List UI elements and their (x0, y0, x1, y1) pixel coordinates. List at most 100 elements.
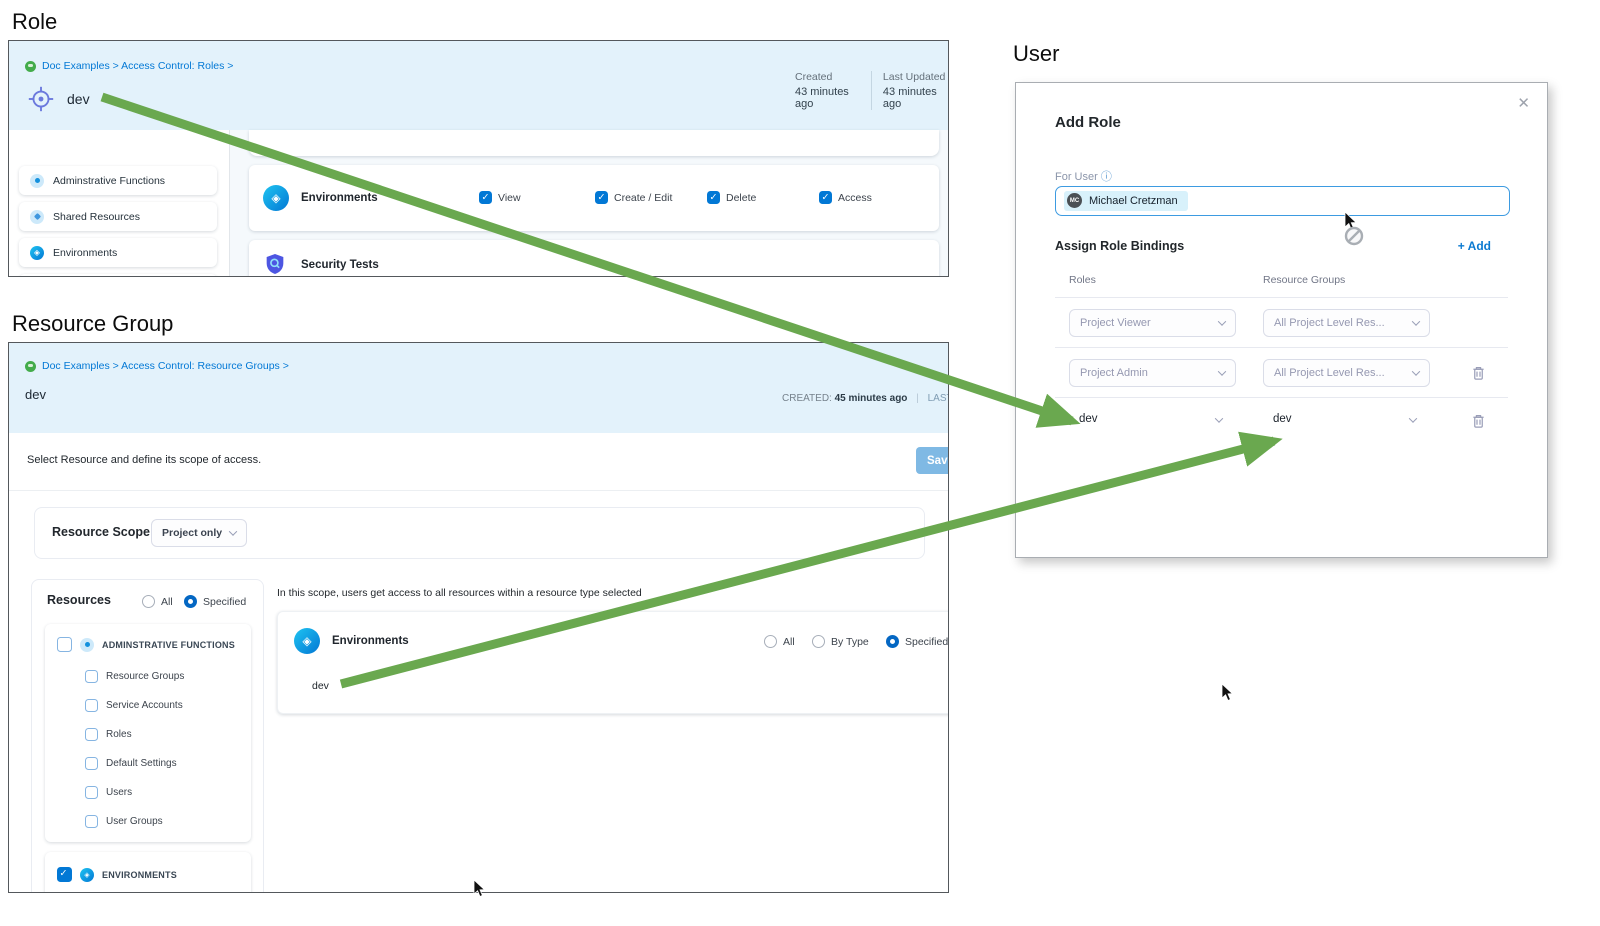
save-button[interactable]: Save (916, 447, 948, 474)
sidebar-item-shared-resources[interactable]: Shared Resources (19, 202, 217, 231)
role-select-row3[interactable]: dev (1079, 413, 1098, 425)
scope-hint: In this scope, users get access to all r… (277, 587, 642, 599)
checkbox-icon[interactable] (85, 757, 98, 770)
scope-radio-by-type[interactable]: By Type (812, 635, 869, 648)
radio-selected-icon[interactable] (886, 635, 899, 648)
add-role-dialog: ✕ Add Role For User ⓘ MC Michael Cretzma… (1015, 82, 1548, 558)
environments-icon: ◈ (294, 628, 320, 654)
tree-card-environments: ◈ ENVIRONMENTS (45, 852, 251, 892)
mouse-cursor (1221, 683, 1235, 708)
info-circle-icon[interactable]: ⓘ (1100, 171, 1112, 183)
avatar: MC (1067, 193, 1082, 208)
rg-created-value: 45 minutes ago (834, 393, 908, 404)
rg-meta: CREATED: 45 minutes ago | LAST UPD (782, 393, 948, 404)
sidebar-item-environments[interactable]: ◈ Environments (19, 238, 217, 267)
permission-check-view[interactable]: View (479, 191, 521, 204)
sidebar-item-partial[interactable] (19, 274, 217, 276)
checkbox-checked-icon[interactable] (707, 191, 720, 204)
permission-check-access[interactable]: Access (819, 191, 872, 204)
role-select-row1[interactable]: Project Viewer (1069, 309, 1236, 337)
trash-icon[interactable] (1471, 413, 1486, 429)
created-value: 43 minutes ago (795, 86, 849, 110)
permission-check-delete[interactable]: Delete (707, 191, 756, 204)
checkbox-icon[interactable] (57, 637, 72, 652)
breadcrumb-text[interactable]: Doc Examples > Access Control: Resource … (42, 360, 289, 372)
resources-radio-specified[interactable]: Specified (184, 595, 246, 608)
environments-icon: ◈ (263, 185, 289, 211)
resource-scope-select[interactable]: Project only (151, 519, 247, 547)
column-header-resource-groups: Resource Groups (1263, 274, 1346, 286)
rg-name: dev (25, 387, 46, 402)
tree-item-resource-groups[interactable]: Resource Groups (85, 670, 184, 683)
checkbox-checked-icon[interactable] (479, 191, 492, 204)
trash-icon[interactable] (1471, 365, 1486, 381)
resources-radio-all[interactable]: All (142, 595, 173, 608)
permission-check-create-edit[interactable]: Create / Edit (595, 191, 672, 204)
tree-item-users[interactable]: Users (85, 786, 132, 799)
breadcrumb[interactable]: Doc Examples > Access Control: Resource … (25, 360, 289, 372)
role-meta: Created 43 minutes ago Last Updated 43 m… (795, 71, 948, 110)
resource-group-select-row3[interactable]: dev (1273, 413, 1292, 425)
breadcrumb-text[interactable]: Doc Examples > Access Control: Roles > (42, 60, 234, 72)
checkbox-icon[interactable] (85, 670, 98, 683)
updated-value: 43 minutes ago (882, 86, 937, 110)
checkbox-checked-icon[interactable] (595, 191, 608, 204)
rg-subtitle: Select Resource and define its scope of … (27, 454, 262, 466)
resource-group-select-row1[interactable]: All Project Level Res... (1263, 309, 1430, 337)
close-icon[interactable]: ✕ (1517, 95, 1530, 112)
resource-scope-card: Resource Scope Project only (34, 507, 925, 559)
shared-resources-icon (30, 209, 44, 224)
meta-divider (871, 71, 872, 110)
permission-card-partial (249, 130, 939, 156)
tree-item-service-accounts[interactable]: Service Accounts (85, 699, 183, 712)
permission-resource2-label: Security Tests (301, 259, 379, 271)
checkbox-icon[interactable] (85, 699, 98, 712)
permission-card-environments: ◈ Environments View Create / Edit Delete… (249, 165, 939, 231)
security-tests-shield-icon (265, 253, 285, 276)
permission-card-security-tests: Security Tests (249, 240, 939, 276)
checkbox-icon[interactable] (85, 728, 98, 741)
role-select-row2[interactable]: Project Admin (1069, 359, 1236, 387)
resource-scope-label: Resource Scope (52, 525, 150, 539)
chevron-down-icon (1217, 317, 1227, 326)
role-panel: Doc Examples > Access Control: Roles > d… (8, 40, 949, 277)
chevron-down-icon[interactable] (1408, 414, 1418, 423)
tree-item-default-settings[interactable]: Default Settings (85, 757, 177, 770)
sidebar-item-administrative-functions[interactable]: Adminstrative Functions (19, 166, 217, 195)
status-green-icon (25, 360, 36, 372)
radio-icon[interactable] (764, 635, 777, 648)
add-binding-button[interactable]: + Add (1457, 239, 1491, 253)
scope-radio-all[interactable]: All (764, 635, 795, 648)
breadcrumb[interactable]: Doc Examples > Access Control: Roles > (25, 60, 233, 72)
checkbox-checked-icon[interactable] (57, 867, 72, 882)
tree-item-user-groups[interactable]: User Groups (85, 815, 163, 828)
checkbox-icon[interactable] (85, 786, 98, 799)
scope-card-environments: ◈ Environments All By Type Specified dev (277, 611, 948, 714)
mouse-cursor-no-drop (1342, 211, 1372, 253)
section-title-role: Role (12, 9, 58, 34)
user-chip[interactable]: MC Michael Cretzman (1064, 190, 1188, 211)
scope-radio-specified[interactable]: Specified (886, 635, 948, 648)
for-user-label: For User ⓘ (1055, 171, 1112, 183)
crosshair-icon (26, 84, 56, 119)
chevron-down-icon[interactable] (1214, 414, 1224, 423)
rg-updated-label: LAST UPD (927, 393, 948, 404)
for-user-input[interactable]: MC Michael Cretzman (1055, 186, 1510, 216)
environments-icon: ◈ (80, 867, 94, 882)
tree-group-admin-functions[interactable]: ADMINSTRATIVE FUNCTIONS (57, 637, 235, 652)
tree-group-environments[interactable]: ◈ ENVIRONMENTS (57, 867, 177, 882)
chevron-down-icon (1411, 317, 1421, 326)
resource-group-select-row2[interactable]: All Project Level Res... (1263, 359, 1430, 387)
chevron-down-icon (1411, 367, 1421, 376)
column-header-roles: Roles (1069, 274, 1096, 286)
radio-icon[interactable] (142, 595, 155, 608)
resources-label: Resources (47, 593, 111, 607)
radio-icon[interactable] (812, 635, 825, 648)
tree-item-roles[interactable]: Roles (85, 728, 132, 741)
mouse-cursor (473, 879, 487, 904)
checkbox-icon[interactable] (85, 815, 98, 828)
radio-selected-icon[interactable] (184, 595, 197, 608)
checkbox-checked-icon[interactable] (819, 191, 832, 204)
scope-item-dev[interactable]: dev (312, 680, 329, 692)
